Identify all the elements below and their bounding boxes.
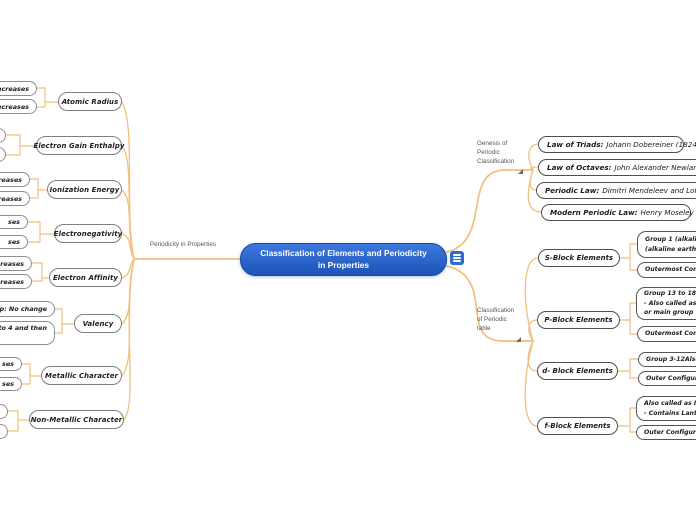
topic-valency[interactable]: Valency [74,314,122,333]
central-topic-title: Classification of Elements and Periodici… [260,248,427,270]
branch-label-genesis[interactable]: Genesis of Periodic Classification [477,139,523,175]
f-block-node[interactable]: f-Block Elements [537,417,618,435]
child-s-block-1[interactable]: Group 1 (alkali (alkaline earth [637,231,696,258]
child-valency-2[interactable]: to 4 and then [0,321,55,345]
child-electronegativity-2[interactable]: ses [0,235,28,249]
child-atomic-radius-1[interactable]: ncreases [0,81,37,96]
child-p-block-1[interactable]: Group 13 to 18 - Also called as or main … [636,287,696,320]
child-electron-affinity-2[interactable]: reases [0,274,32,289]
collapse-triangle-icon[interactable] [516,337,521,342]
collapse-triangle-icon[interactable] [518,169,523,174]
topic-electron-gain-enthalpy[interactable]: Electron Gain Enthalpy [34,136,124,155]
d-block-node[interactable]: d- Block Elements [537,362,618,380]
topic-atomic-radius[interactable]: Atomic Radius [58,92,122,111]
child-p-block-2[interactable]: Outermost Config [637,326,696,342]
child-d-block-2[interactable]: Outer Configura [638,371,696,386]
s-block-node[interactable]: S-Block Elements [538,249,620,267]
topic-ionization-energy[interactable]: Ionization Energy [47,180,122,199]
branch-label-periodicity[interactable]: Periodicity in Properties [149,241,217,248]
modern-periodic-law-node[interactable]: Modern Periodic Law:Henry Moseley (1913) [541,204,696,221]
child-electronegativity-1[interactable]: ses [0,215,28,229]
topic-electronegativity[interactable]: Electronegativity [54,224,122,243]
child-metallic-1[interactable]: ses [0,357,22,371]
menu-icon[interactable] [450,251,464,265]
periodic-law-node[interactable]: Periodic Law:Dimitri Mendeleev and Lotha… [536,182,696,199]
child-ionization-1[interactable]: reases [0,172,30,187]
child-f-block-2[interactable]: Outer Configurati [636,425,696,440]
central-topic-node[interactable]: Classification of Elements and Periodici… [240,243,447,276]
child-valency-1[interactable]: roup: No change [0,301,55,317]
topic-electron-affinity[interactable]: Electron Affinity [49,268,122,287]
law-of-octaves-node[interactable]: Law of Octaves:John Alexander Newlands (… [538,159,696,176]
child-metallic-2[interactable]: ses [0,377,22,391]
child-electron-affinity-1[interactable]: reases [0,256,32,271]
child-atomic-radius-2[interactable]: ecreases [0,99,37,114]
child-d-block-1[interactable]: Group 3-12Also [638,352,696,367]
child-f-block-1[interactable]: Also called as I - Contains Lant [636,396,696,421]
branch-label-classification[interactable]: Classification of Periodic table [477,306,521,350]
topic-metallic-character[interactable]: Metallic Character [41,366,122,385]
p-block-node[interactable]: P-Block Elements [537,311,620,329]
child-s-block-2[interactable]: Outermost Conf [637,262,696,278]
law-of-triads-node[interactable]: Law of Triads:Johann Dobereiner (1824) [538,136,696,153]
child-ionization-2[interactable]: reases [0,191,30,206]
topic-non-metallic-character[interactable]: Non-Metallic Character [29,410,124,429]
